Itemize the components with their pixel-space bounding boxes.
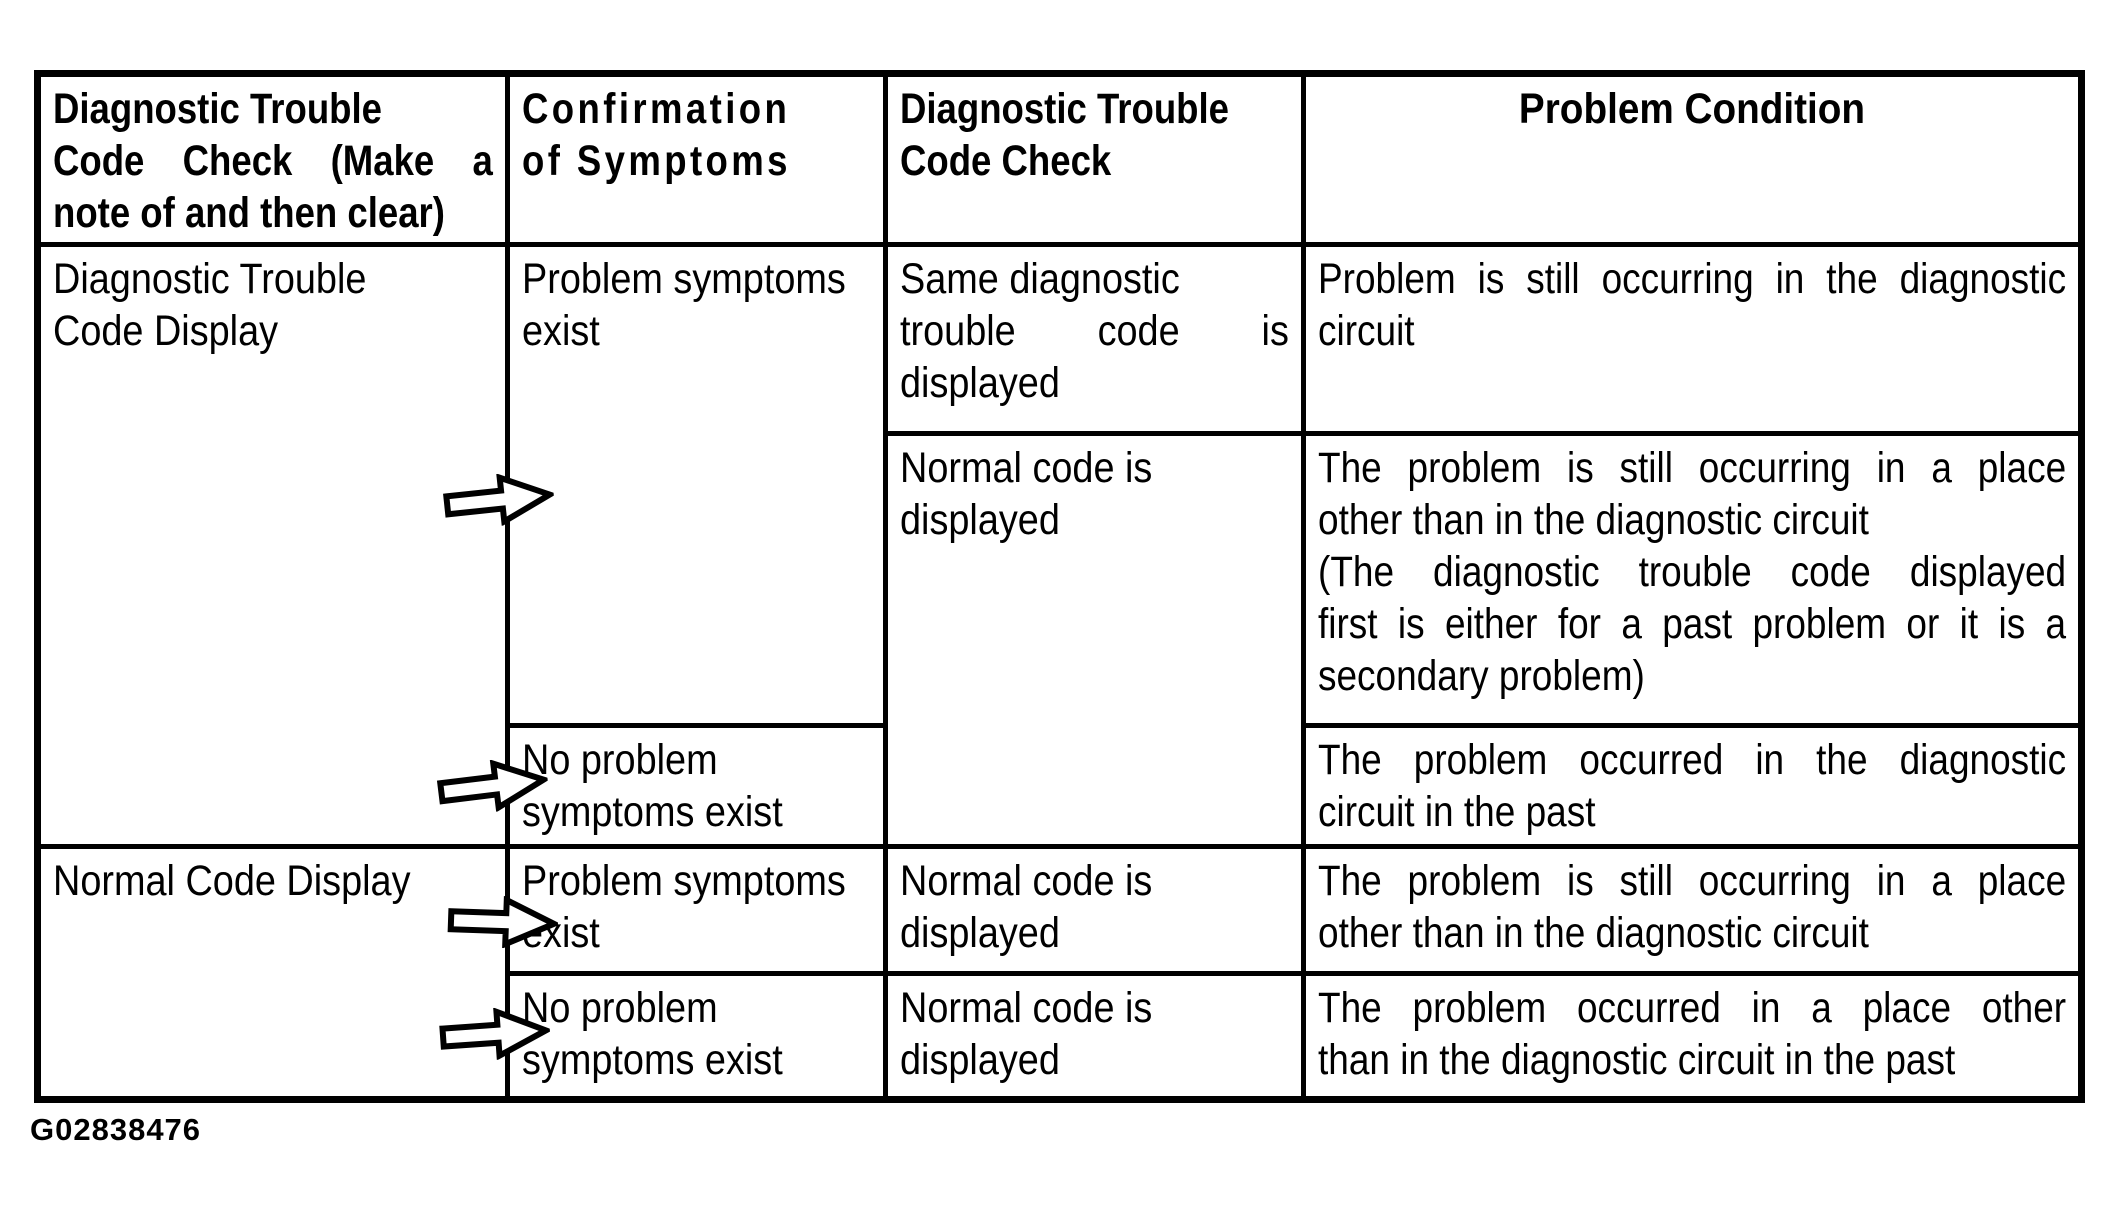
cell-condition-still-occurring-other-place: The problem is still occurring in a plac… (1301, 844, 2084, 976)
right-arrow-icon (436, 1004, 552, 1064)
right-arrow-icon (433, 753, 551, 818)
cell-condition-other-place-past-or-secondary: The problem is still occurring in a plac… (1301, 431, 2084, 728)
right-arrow-icon (440, 468, 557, 531)
right-arrow-icon (445, 894, 559, 950)
cell-condition-still-occurring-diagnostic-circuit: Problem is still occurring in the diagno… (1301, 242, 2084, 436)
cell-normal-code-display: Normal Code Display (35, 844, 510, 1102)
figure-id-caption: G02838476 (30, 1112, 202, 1147)
header-problem-condition: Problem Condition (1301, 71, 2084, 247)
